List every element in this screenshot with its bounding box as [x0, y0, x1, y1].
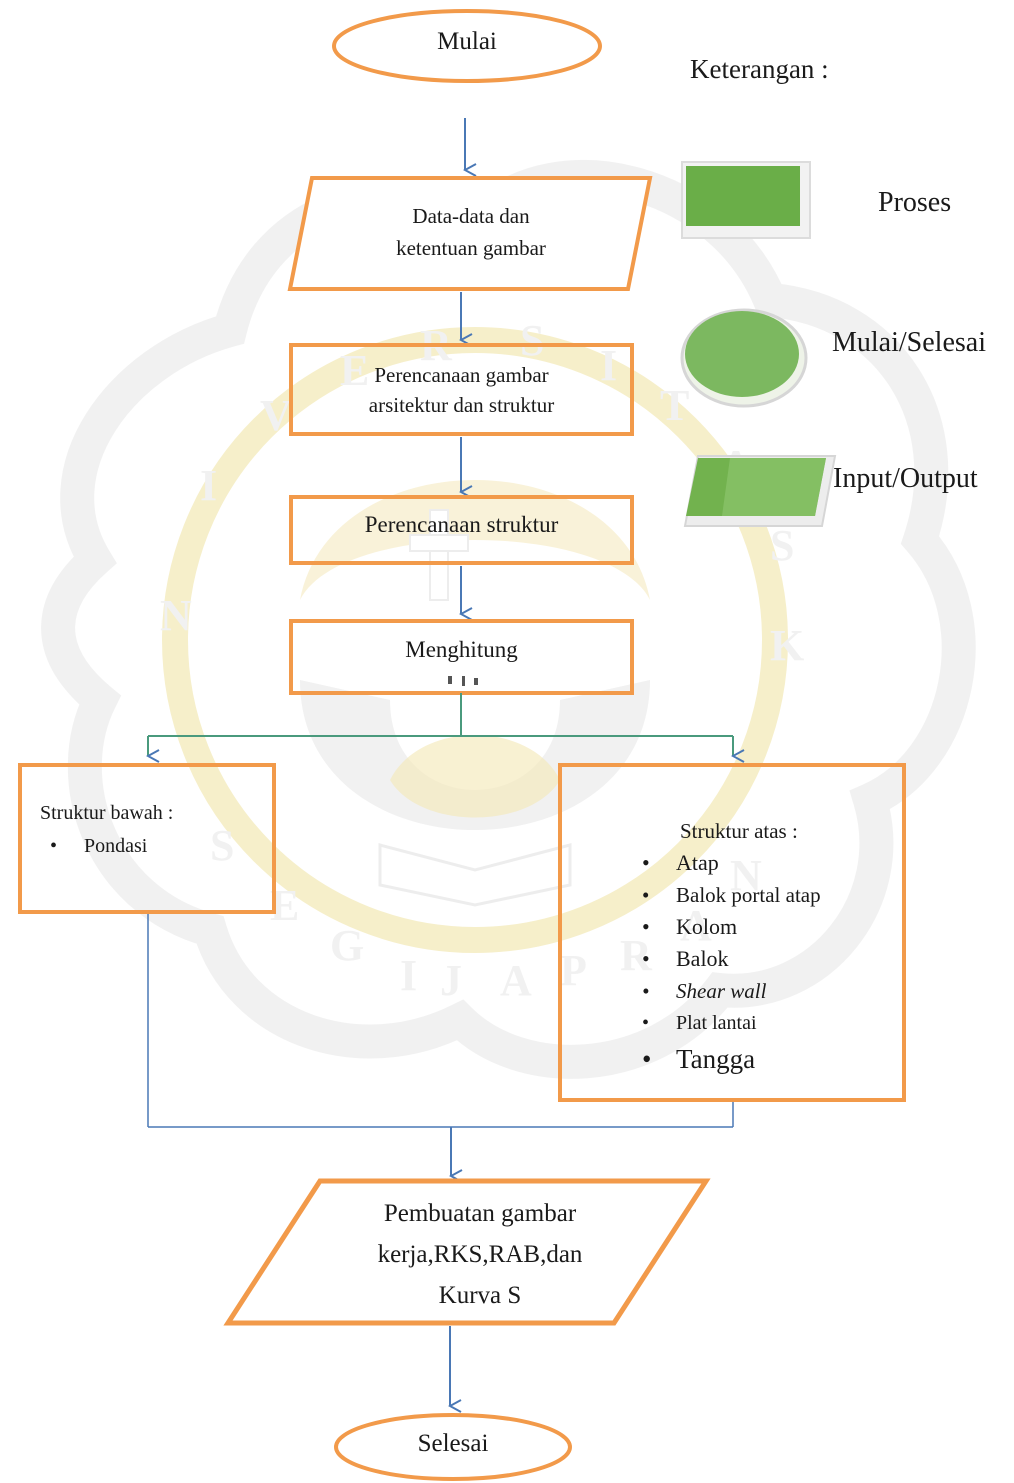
compute-clipped-text	[448, 676, 478, 686]
upper-structure-item: Balok portal atap	[632, 879, 901, 911]
svg-text:G: G	[330, 921, 364, 970]
plan-drawing-label-line-1: Perencanaan gambar	[374, 363, 549, 387]
start-label: Mulai	[437, 28, 497, 55]
legend-process-symbol	[681, 161, 811, 239]
legend-terminator-symbol	[680, 308, 808, 408]
process-plan-drawing	[289, 343, 634, 436]
svg-text:S: S	[520, 316, 544, 365]
upper-structure-item: Shear wall	[632, 975, 901, 1007]
legend-title: Keterangan :	[690, 54, 829, 84]
svg-text:I: I	[400, 951, 417, 1000]
plan-drawing-label-line-2: arsitektur dan struktur	[368, 393, 555, 417]
upper-structure-item: Plat lantai	[632, 1007, 901, 1039]
output-label: Pembuatan gambar kerja,RKS,RAB,dan Kurva…	[300, 1193, 660, 1316]
lower-structure-item: Pondasi	[40, 830, 270, 863]
output-label-line-3: Kurva S	[438, 1282, 522, 1309]
upper-structure-list: Atap Balok portal atap Kolom Balok Shear…	[632, 847, 901, 1079]
input-parallelogram	[287, 176, 653, 291]
upper-structure-title: Struktur atas :	[680, 819, 798, 843]
svg-text:S: S	[770, 521, 794, 570]
upper-structure-item: Tangga	[632, 1039, 901, 1079]
plan-structure-label: Perencanaan struktur	[364, 512, 559, 537]
merge-connector	[147, 914, 734, 1176]
legend-io-symbol	[683, 455, 837, 527]
svg-text:T: T	[660, 381, 689, 430]
input-label: Data-data dan ketentuan gambar	[312, 200, 630, 264]
input-label-line-1: Data-data dan	[412, 204, 530, 228]
lower-structure-content: Struktur bawah : Pondasi	[40, 797, 270, 863]
svg-text:A: A	[500, 956, 532, 1005]
svg-text:E: E	[340, 346, 369, 395]
legend-io-label: Input/Output	[833, 463, 978, 494]
upper-structure-content: Struktur atas : Atap Balok portal atap K…	[636, 815, 901, 1079]
svg-text:V: V	[260, 391, 292, 440]
branch-connector	[148, 693, 733, 756]
process-plan-structure	[289, 495, 634, 565]
end-label: Selesai	[417, 1430, 489, 1457]
legend-terminator-label: Mulai/Selesai	[832, 327, 986, 358]
svg-text:P: P	[560, 946, 587, 995]
legend-process-label: Proses	[878, 187, 952, 218]
output-label-line-2: kerja,RKS,RAB,dan	[377, 1241, 583, 1268]
svg-text:K: K	[770, 621, 804, 670]
lower-structure-box	[18, 763, 276, 914]
start-terminator	[332, 9, 602, 83]
output-parallelogram	[223, 1178, 711, 1326]
svg-text:I: I	[600, 341, 617, 390]
upper-structure-item: Balok	[632, 943, 901, 975]
upper-structure-item: Kolom	[632, 911, 901, 943]
svg-text:I: I	[200, 461, 217, 510]
svg-text:J: J	[440, 956, 462, 1005]
svg-text:N: N	[160, 591, 192, 640]
lower-structure-list: Pondasi	[40, 830, 270, 863]
upper-structure-box	[558, 763, 906, 1102]
upper-structure-item: Atap	[632, 847, 901, 879]
input-label-line-2: ketentuan gambar	[396, 236, 546, 260]
compute-label: Menghitung	[405, 637, 518, 662]
plan-drawing-label: Perencanaan gambar arsitektur dan strukt…	[291, 360, 632, 420]
lower-structure-title: Struktur bawah :	[40, 802, 174, 824]
end-terminator	[334, 1413, 572, 1481]
output-label-line-1: Pembuatan gambar	[383, 1200, 577, 1227]
watermark-seal: N I V E R S I T A S K S E G I J A P R A	[41, 160, 976, 1079]
